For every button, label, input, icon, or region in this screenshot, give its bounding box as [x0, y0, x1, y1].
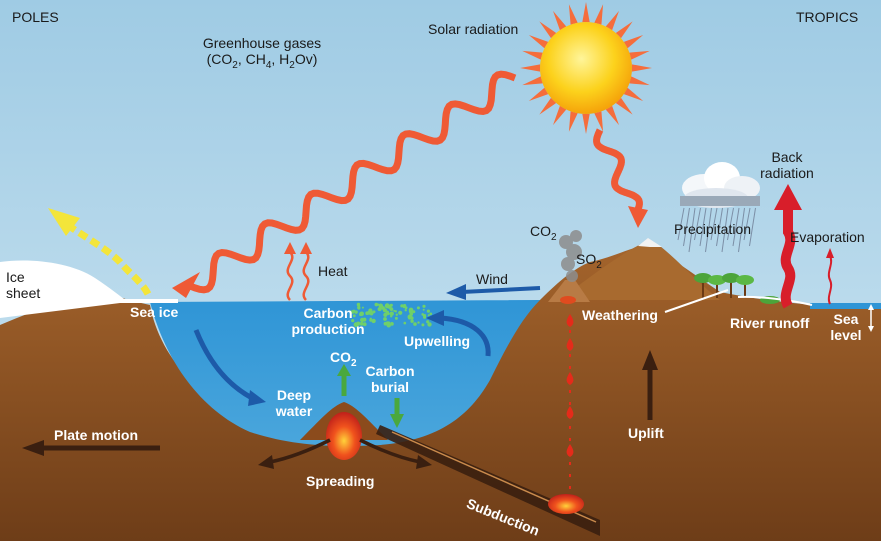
wind-label: Wind — [476, 272, 508, 288]
plankton-dot — [398, 311, 402, 315]
sea-level-label: Sea level — [826, 312, 866, 343]
greenhouse-gases-formula: (CO2, CH4, H2Ov) — [192, 52, 332, 68]
plankton-dot — [395, 317, 398, 320]
plankton-dot — [405, 306, 408, 309]
plankton-dot — [390, 312, 394, 316]
deep-water-label: Deep water — [270, 388, 318, 419]
plankton-dot — [426, 320, 429, 323]
river-runoff-label: River runoff — [730, 316, 809, 332]
plankton-dot — [417, 321, 419, 323]
upwelling-label: Upwelling — [404, 334, 470, 350]
spreading-magma — [326, 412, 362, 460]
plankton-dot — [423, 316, 426, 319]
ice-sheet-label: Ice sheet — [6, 270, 40, 301]
plankton-dot — [396, 314, 398, 316]
plankton-dot — [417, 306, 420, 309]
sun — [520, 2, 652, 134]
vent-co2-label: CO2 — [330, 350, 357, 366]
plankton-dot — [413, 322, 417, 326]
plankton-dot — [421, 323, 424, 326]
spreading-label: Spreading — [306, 474, 374, 490]
precipitation-label: Precipitation — [674, 222, 751, 238]
plankton-dot — [410, 320, 413, 323]
greenhouse-gases-title: Greenhouse gases — [192, 36, 332, 52]
plankton-dot — [404, 322, 407, 325]
back-radiation-arrow — [786, 206, 791, 306]
plankton-dot — [430, 313, 433, 316]
volcano-vent — [560, 296, 576, 304]
plankton-dot — [400, 304, 403, 307]
plankton-dot — [390, 304, 393, 307]
weathering-label: Weathering — [582, 308, 658, 324]
volcano-co2-label: CO2 — [530, 224, 557, 240]
evaporation-label: Evaporation — [790, 230, 865, 246]
plankton-dot — [427, 310, 430, 313]
tropics-label: TROPICS — [796, 10, 858, 26]
plankton-dot — [378, 307, 382, 311]
plankton-dot — [385, 303, 390, 308]
volcano-so2-label: SO2 — [576, 252, 602, 268]
sea-ice-label: Sea ice — [130, 305, 178, 321]
plankton-dot — [393, 310, 395, 312]
plankton-dot — [383, 313, 387, 317]
plankton-dot — [377, 304, 379, 306]
poles-label: POLES — [12, 10, 59, 26]
solar-radiation-label: Solar radiation — [428, 22, 518, 38]
plankton-dot — [383, 317, 387, 321]
sea-ice — [118, 299, 178, 303]
plankton-dot — [408, 315, 413, 320]
subduction-magma — [548, 494, 584, 514]
plankton-dot — [381, 306, 385, 310]
plankton-dot — [384, 322, 388, 326]
plate-motion-label: Plate motion — [54, 428, 138, 444]
plankton-dot — [423, 309, 425, 311]
uplift-label: Uplift — [628, 426, 664, 442]
heat-label: Heat — [318, 264, 348, 280]
plankton-dot — [390, 307, 394, 311]
plankton-dot — [405, 309, 407, 311]
plankton-dot — [422, 305, 425, 308]
greenhouse-gases-label: Greenhouse gases (CO2, CH4, H2Ov) — [192, 36, 332, 67]
carbon-burial-label: Carbon burial — [360, 364, 420, 395]
carbon-production-label: Carbon production — [282, 306, 374, 337]
back-radiation-label: Back radiation — [760, 150, 814, 181]
plankton-dot — [428, 314, 430, 316]
